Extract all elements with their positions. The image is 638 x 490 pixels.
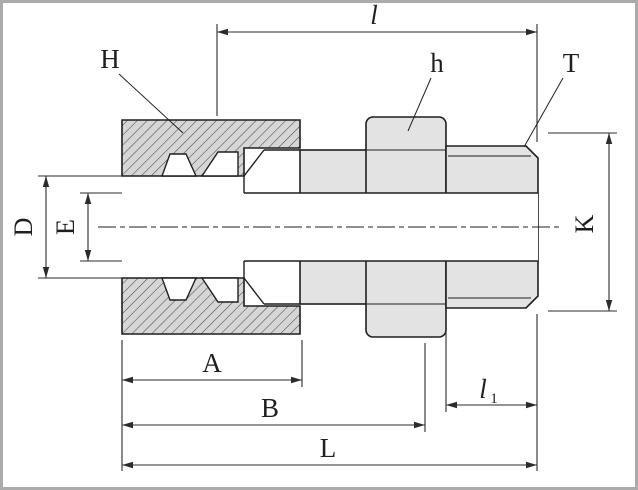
dim-L: L [122,433,537,469]
arrowhead [605,133,613,144]
callout-H: H [100,44,184,134]
dim-label-E: E [51,219,80,235]
leader-line-T [523,77,564,148]
dim-A: A [121,340,303,471]
arrowhead [446,401,457,409]
arrowhead [122,421,133,429]
front-ferrule-lower [200,277,239,303]
dim-label-l1-subscript: 1 [490,391,498,407]
body-cone-line-top [243,149,265,177]
dim-l: l [216,0,538,142]
arrowhead [84,193,92,204]
arrowhead [42,267,50,278]
back-ferrule-upper [161,153,198,177]
arrowhead [122,376,133,384]
body-cone-line-bottom [243,277,265,305]
callout-label-T: T [563,48,580,78]
arrowhead [414,421,425,429]
back-ferrule-lower [161,277,198,301]
arrowhead [84,250,92,261]
leader-line-H [118,73,184,134]
front-ferrule-upper [200,151,239,177]
arrowhead [122,461,133,469]
arrowhead [42,176,50,187]
dim-l1: l 1 [445,314,538,471]
arrowhead [526,461,537,469]
dim-B: B [122,343,426,432]
arrowhead [526,401,537,409]
callout-label-h: h [430,48,444,78]
arrowhead [526,28,537,36]
dim-E: E [51,192,122,262]
dim-label-D: D [9,218,38,237]
dim-label-A: A [202,348,222,378]
callout-h: h [407,48,444,132]
dim-D: D [9,175,122,279]
arrowhead [217,28,228,36]
arrowhead [291,376,302,384]
leader-line-h [407,77,432,132]
callout-T: T [523,48,580,148]
dim-label-l: l [370,0,378,30]
dim-label-L: L [320,433,337,463]
dim-label-l1: l [479,374,487,404]
dim-label-K: K [570,214,599,233]
dim-K: K [548,132,617,312]
callout-label-H: H [100,44,120,74]
dim-label-B: B [261,393,279,423]
arrowhead [605,300,613,311]
